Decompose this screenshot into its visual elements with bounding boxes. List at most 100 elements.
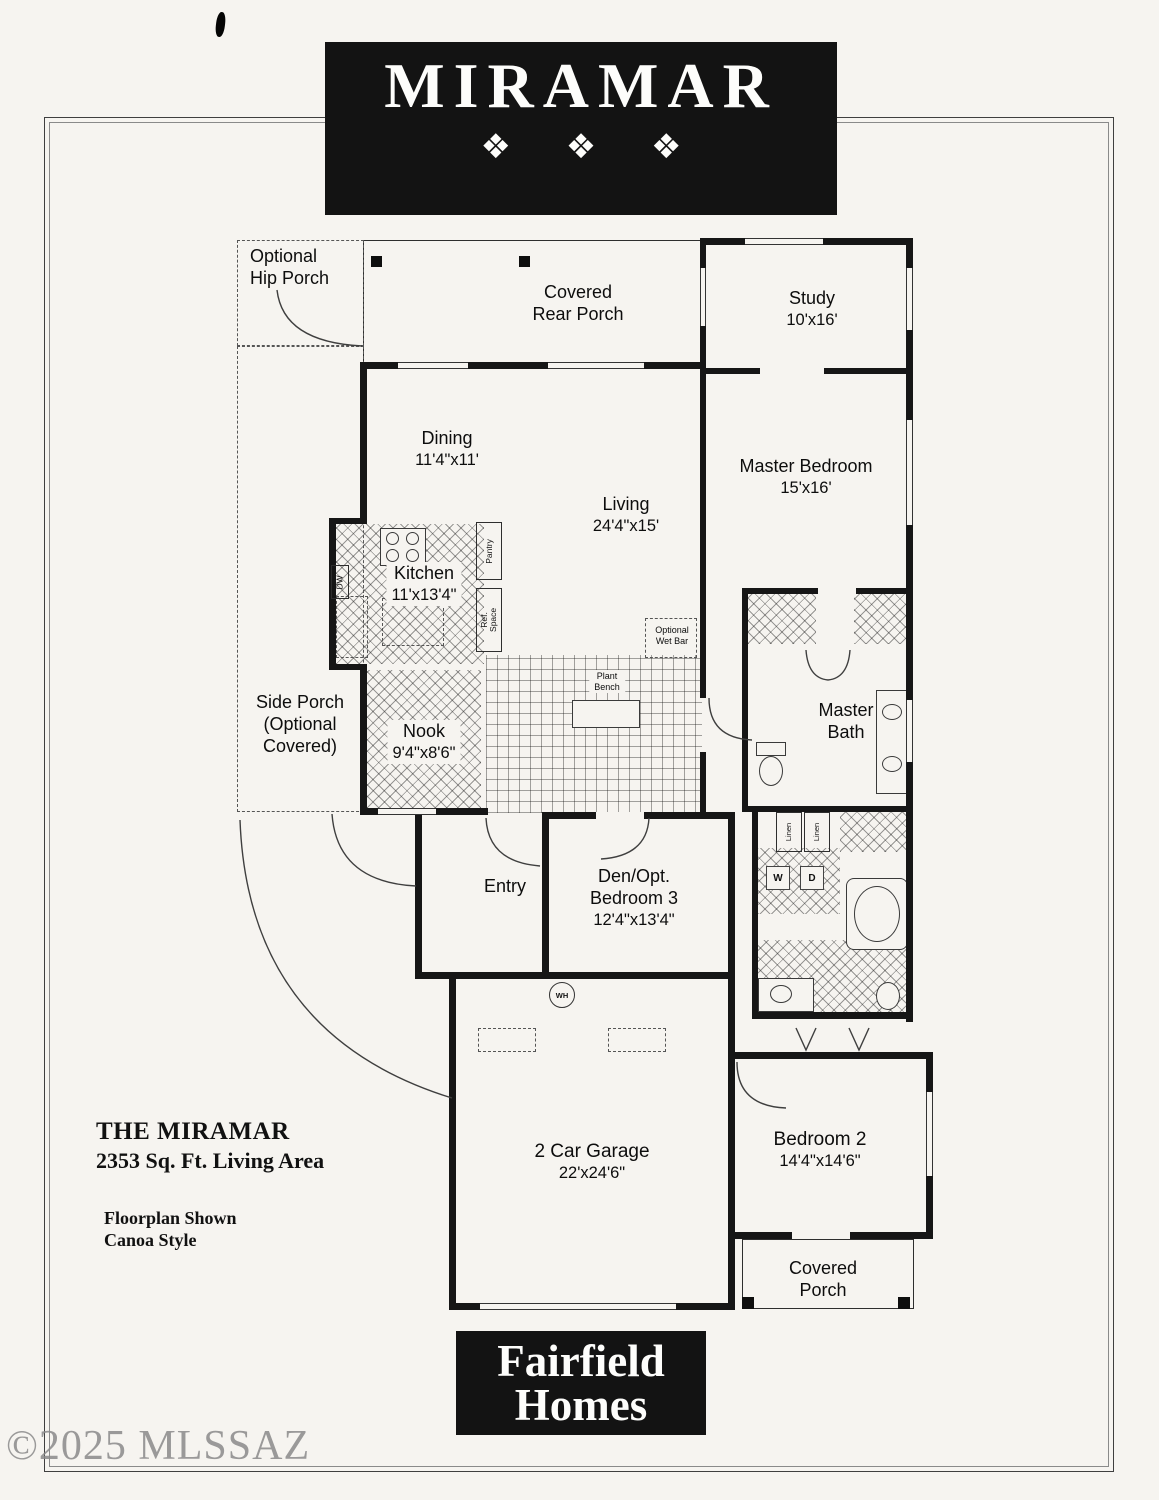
- room-label-bedroom2: Bedroom 2 14'4"x14'6": [773, 1129, 867, 1171]
- linen-closet: [804, 812, 830, 852]
- banner-ornaments: ❖ ❖ ❖: [458, 130, 703, 164]
- wall: [700, 368, 706, 698]
- garage-storage: [478, 1028, 536, 1052]
- wall: [542, 812, 549, 979]
- toilet: [759, 756, 783, 786]
- side-porch-outline: [237, 346, 364, 812]
- room-label-garage: 2 Car Garage 22'x24'6": [534, 1141, 650, 1183]
- window: [906, 420, 913, 525]
- window: [398, 362, 468, 369]
- room-label-study: Study 10'x16': [786, 288, 838, 329]
- bathtub-basin: [854, 886, 900, 942]
- porch-post: [898, 1297, 910, 1309]
- room-label-side-porch: Side Porch (Optional Covered): [255, 692, 345, 756]
- room-label-dining: Dining 11'4"x11': [415, 428, 479, 469]
- wall: [742, 594, 748, 812]
- wall: [360, 362, 706, 369]
- wall: [449, 978, 456, 1310]
- label-linen: Linen: [812, 822, 822, 842]
- wall: [906, 238, 913, 1022]
- room-label-kitchen: Kitchen 11'x13'4": [386, 562, 462, 607]
- label-washer: W: [766, 866, 790, 890]
- window: [700, 268, 706, 326]
- room-label-master-bath: Master Bath: [818, 700, 874, 742]
- cooktop-burner: [406, 532, 419, 545]
- plant-bench-shape: [572, 700, 640, 728]
- room-label-covered-porch: Covered Porch: [788, 1258, 858, 1300]
- linen-closet: [776, 812, 802, 852]
- wall: [329, 518, 367, 524]
- cross-ornament-icon: ❖: [480, 127, 511, 167]
- porch-post: [519, 256, 530, 267]
- wall: [415, 812, 422, 979]
- wall: [700, 752, 706, 812]
- plan-title-text: THE MIRAMAR: [96, 1118, 290, 1145]
- water-heater-icon: WH: [549, 982, 575, 1008]
- plan-sqft-text: 2353 Sq. Ft. Living Area: [96, 1148, 325, 1173]
- sink: [882, 756, 902, 772]
- label-optional-wet-bar: Optional Wet Bar: [650, 624, 694, 648]
- room-label-entry: Entry: [483, 876, 527, 896]
- porch-post: [742, 1297, 754, 1309]
- window: [906, 700, 913, 762]
- wall: [415, 972, 735, 979]
- covered-porch-outline: [742, 1239, 914, 1309]
- cross-ornament-icon: ❖: [651, 127, 682, 167]
- cooktop-burner: [386, 549, 399, 562]
- wall: [329, 518, 336, 670]
- plan-style-line2: Canoa Style: [104, 1230, 197, 1250]
- porch-post: [371, 256, 382, 267]
- window: [745, 238, 823, 245]
- sink: [882, 704, 902, 720]
- room-label-den: Den/Opt. Bedroom 3 12'4"x13'4": [589, 866, 679, 929]
- cooktop-burner: [386, 532, 399, 545]
- wall: [742, 588, 818, 594]
- garage-storage: [608, 1028, 666, 1052]
- room-label-nook: Nook 9'4"x8'6": [387, 720, 461, 765]
- room-label-rear-porch: Covered Rear Porch: [532, 282, 624, 324]
- title-banner: MIRAMAR ❖ ❖ ❖: [325, 42, 837, 215]
- builder-logo: Fairfield Homes: [456, 1331, 706, 1435]
- wall: [742, 806, 912, 812]
- optional-hip-porch-outline: [237, 240, 364, 346]
- door-opening: [792, 1232, 850, 1239]
- window: [548, 362, 644, 369]
- plan-style-line1: Floorplan Shown: [104, 1208, 237, 1228]
- cross-ornament-icon: ❖: [565, 127, 597, 167]
- label-linen: Linen: [784, 822, 794, 842]
- label-dishwasher: DW: [331, 565, 349, 599]
- wall: [728, 812, 735, 1310]
- mls-watermark: ©2025 MLSSAZ: [6, 1423, 311, 1469]
- wall: [856, 588, 912, 594]
- plan-name-title: MIRAMAR: [384, 50, 778, 121]
- window: [378, 808, 436, 815]
- wall: [752, 1012, 913, 1019]
- wall: [360, 664, 367, 815]
- cooktop-burner: [406, 549, 419, 562]
- kitchen-counter: [336, 596, 368, 658]
- room-label-living: Living 24'4"x15': [592, 494, 660, 535]
- hatched-closet-right: [854, 594, 912, 644]
- window: [926, 1092, 933, 1176]
- label-dryer: D: [800, 866, 824, 890]
- door-opening: [596, 812, 644, 819]
- sink: [770, 985, 792, 1003]
- optional-wet-bar-outline: [645, 618, 697, 658]
- toilet-tank: [756, 742, 786, 756]
- room-label-master-bedroom: Master Bedroom 15'x16': [739, 456, 873, 497]
- wall: [728, 1052, 933, 1059]
- hatched-closet-left: [748, 594, 816, 644]
- wall: [360, 369, 367, 524]
- builder-name-line2: Homes: [514, 1380, 648, 1430]
- window: [906, 268, 913, 330]
- builder-name-line1: Fairfield: [497, 1335, 665, 1386]
- door-opening: [760, 368, 824, 374]
- garage-door: [480, 1303, 676, 1310]
- label-plant-bench: Plant Bench: [589, 670, 625, 694]
- hatched-shower: [840, 812, 908, 852]
- label-ref-space: Ref. Space: [476, 588, 502, 652]
- wall: [752, 812, 758, 1018]
- label-pantry: Pantry: [476, 522, 502, 580]
